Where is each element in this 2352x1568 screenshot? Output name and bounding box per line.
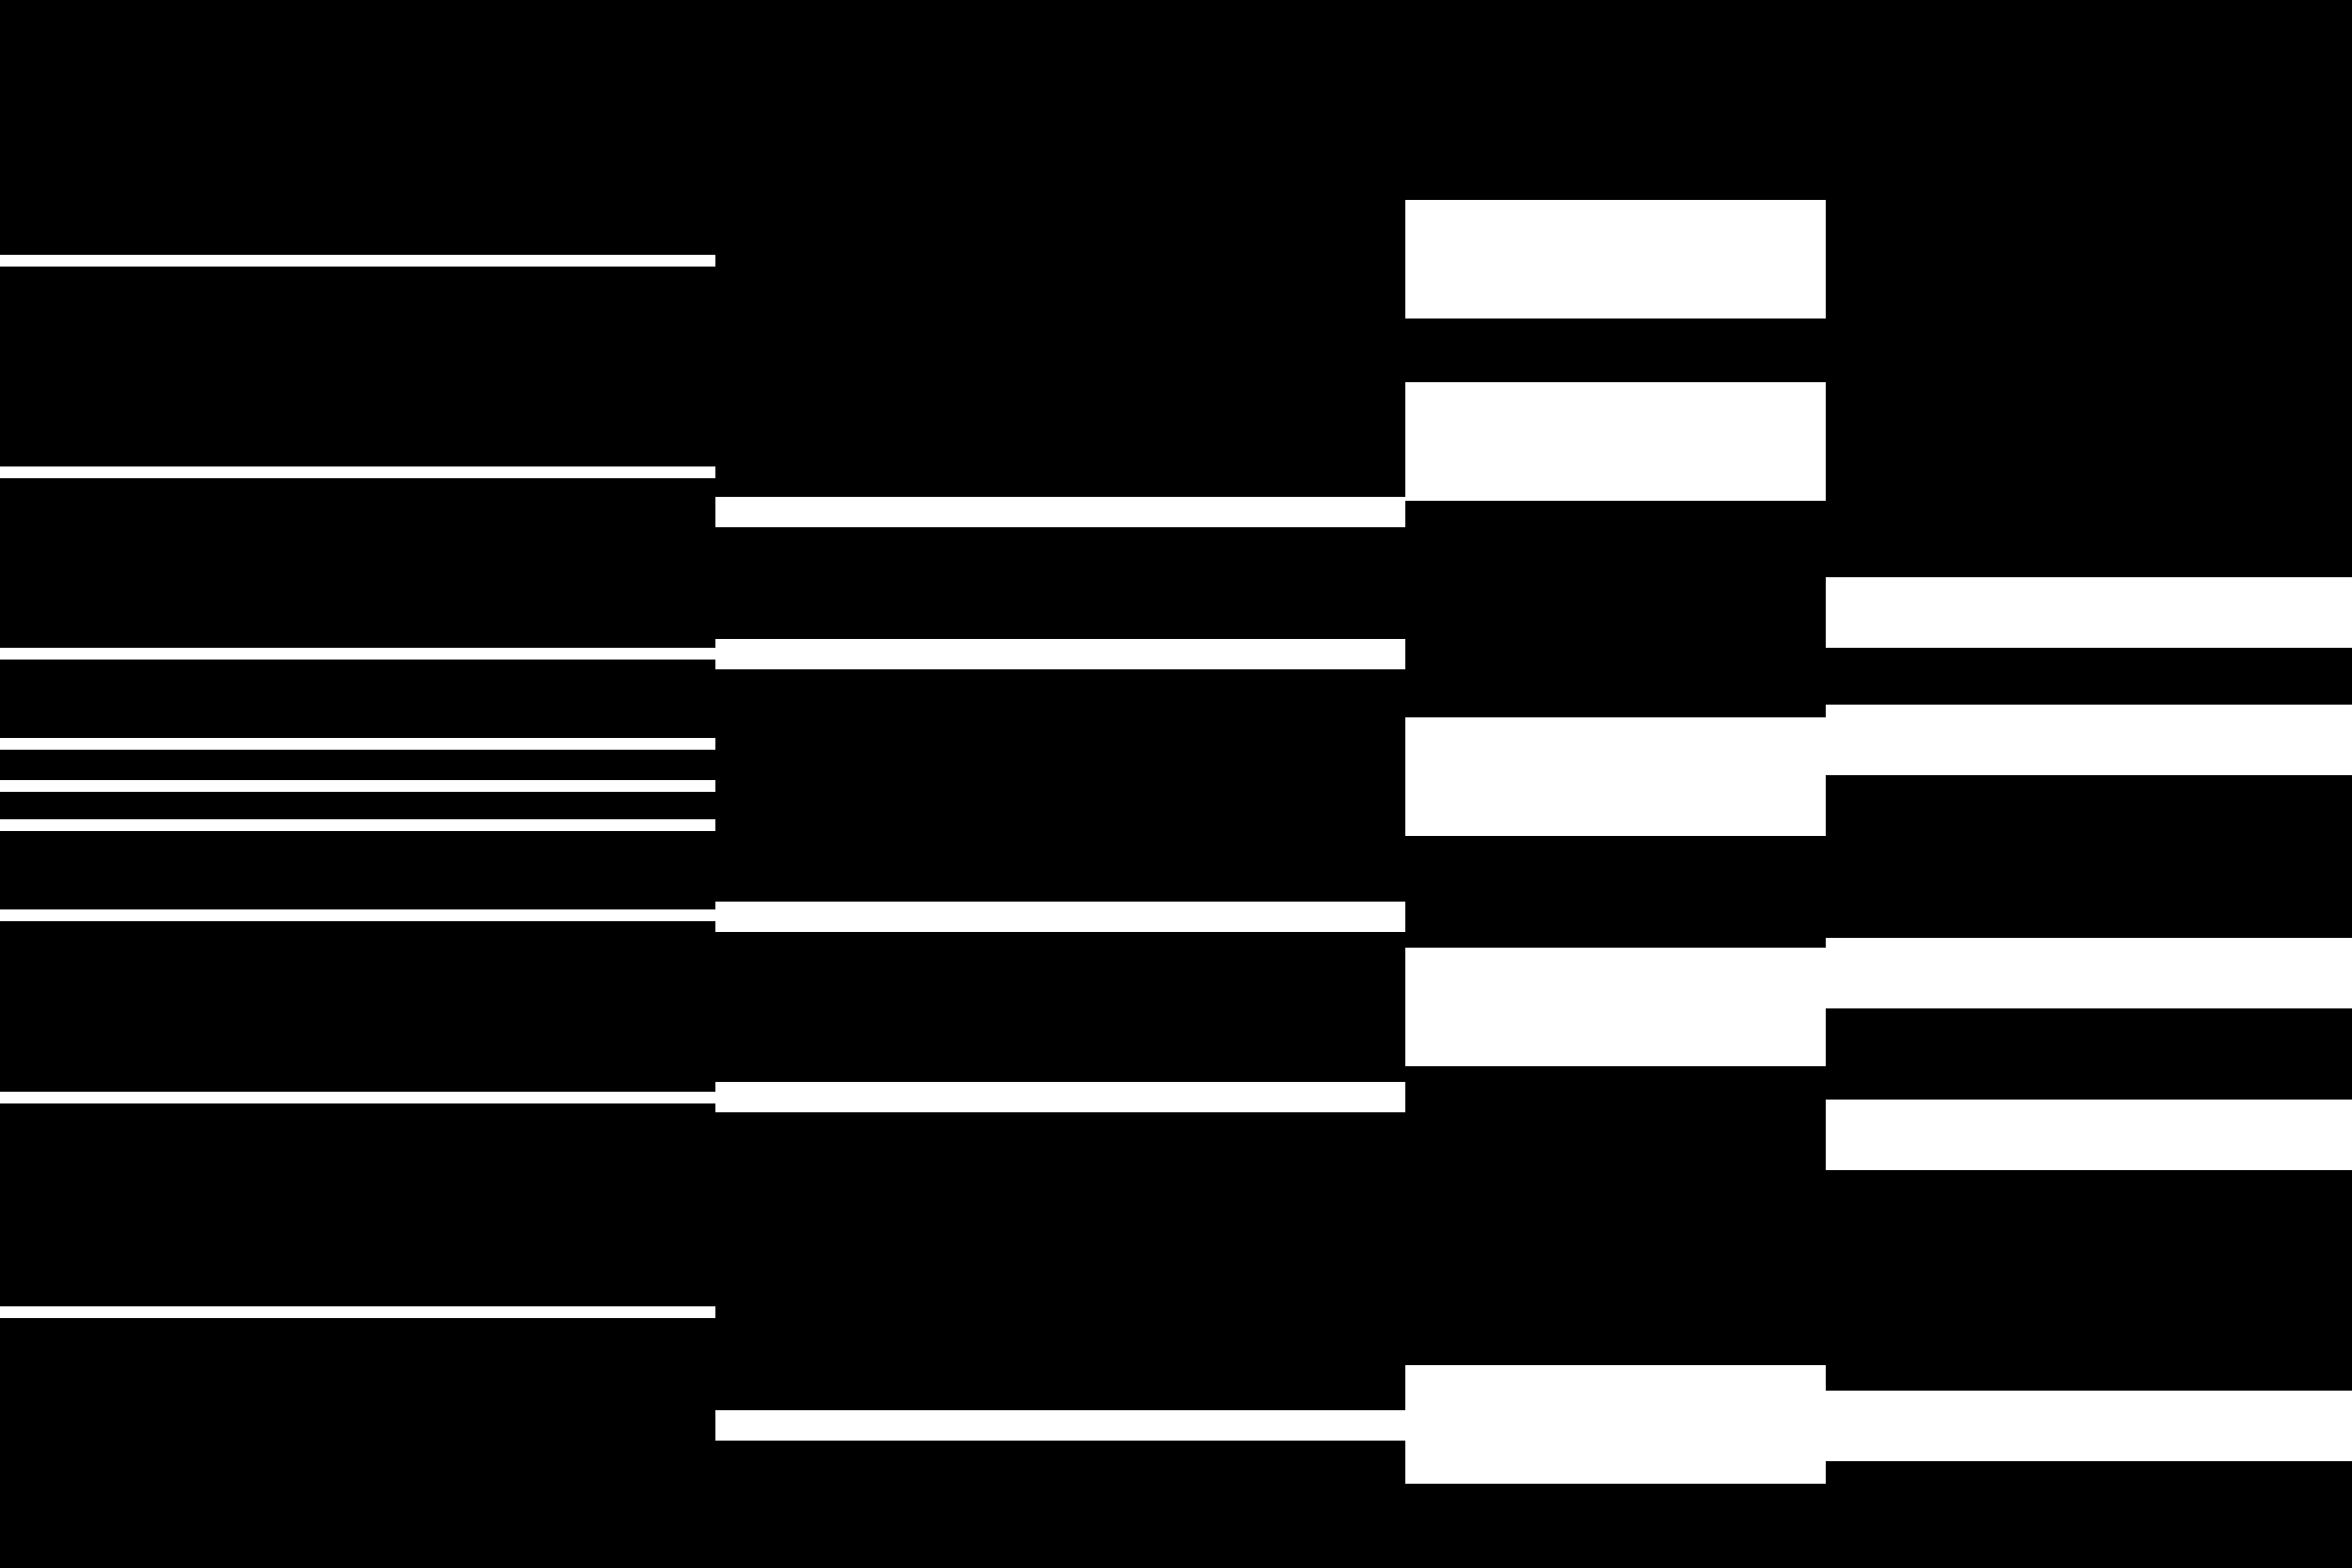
thin-bar — [0, 1092, 715, 1103]
medium-bar — [715, 639, 1405, 669]
thick-bar — [1405, 200, 1826, 318]
wide-bar — [1826, 1391, 2352, 1461]
wide-bar — [1826, 938, 2352, 1008]
thin-bar — [0, 738, 715, 750]
thin-bar — [0, 466, 715, 478]
thick-bar — [1405, 717, 1826, 836]
wide-bar — [1826, 1100, 2352, 1170]
medium-bar — [715, 497, 1405, 527]
thin-bar — [0, 648, 715, 660]
wide-bar — [1826, 577, 2352, 648]
thin-bar — [0, 255, 715, 267]
thin-bar — [0, 1306, 715, 1318]
medium-bar — [715, 902, 1405, 932]
thin-bar — [0, 780, 715, 792]
thin-bar — [0, 909, 715, 921]
medium-bar — [715, 1082, 1405, 1112]
medium-bar — [715, 1410, 1405, 1441]
thin-bar — [0, 819, 715, 831]
wide-bar — [1826, 705, 2352, 775]
thick-bar — [1405, 1365, 1826, 1484]
thick-bar — [1405, 382, 1826, 501]
thick-bar — [1405, 948, 1826, 1066]
